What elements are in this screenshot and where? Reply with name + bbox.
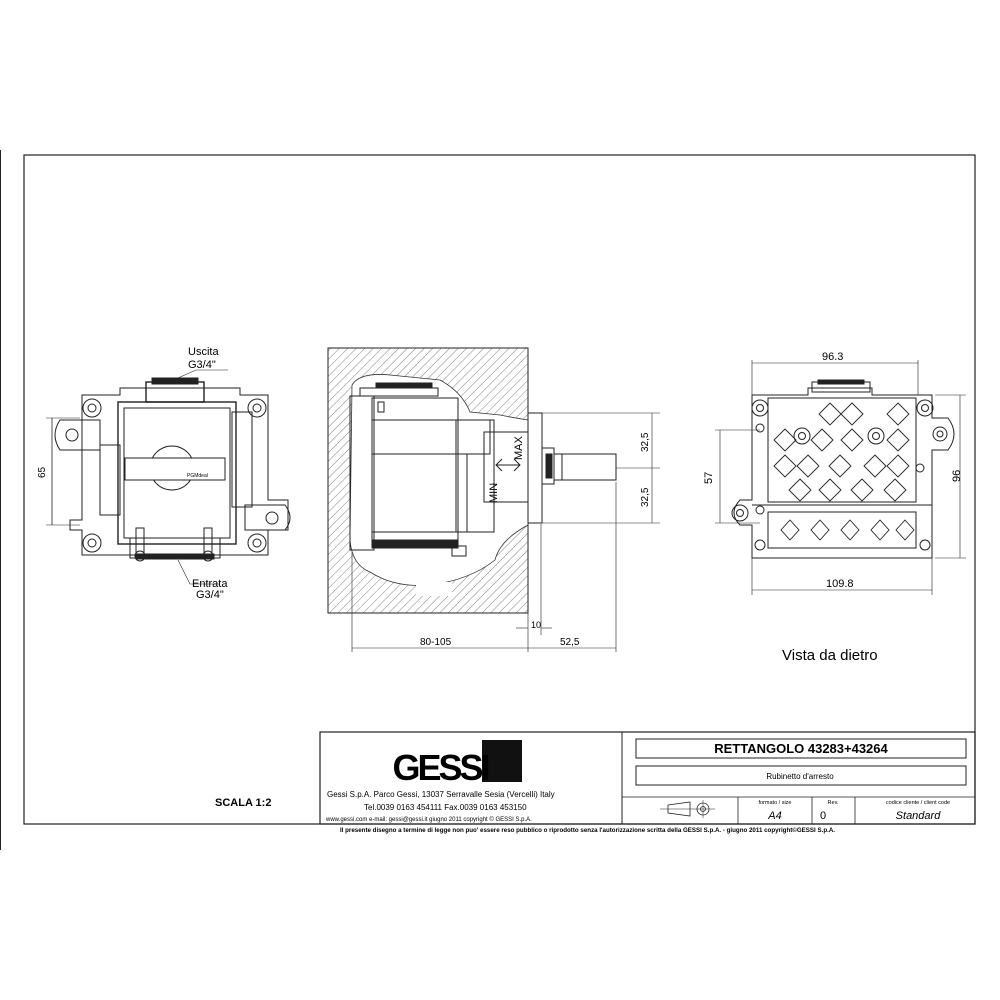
- dim-325-top-label: 32,5: [640, 432, 651, 452]
- logo-square: [482, 740, 522, 782]
- lattice-diamond: [886, 402, 910, 426]
- dim-525-label: 52,5: [560, 637, 580, 648]
- back-view: [731, 379, 955, 559]
- lattice-diamond: [773, 454, 797, 478]
- dim-1098-label: 109.8: [826, 578, 854, 590]
- rev-value: 0: [820, 810, 826, 822]
- codice-value: Standard: [896, 810, 942, 822]
- uscita-size-label: G3/4": [188, 359, 216, 371]
- gessi-logo: GESSI: [392, 747, 488, 788]
- lattice-diamond: [863, 454, 887, 478]
- back-lattice: [773, 402, 915, 541]
- product-title: RETTANGOLO 43283+43264: [714, 741, 888, 756]
- lattice-diamond: [828, 454, 852, 478]
- front-view: [46, 369, 291, 585]
- dim-963-label: 96.3: [822, 351, 843, 363]
- dim-65-label: 65: [37, 466, 48, 478]
- company-phone: Tel.0039 0163 454111 Fax.0039 0163 45315…: [364, 803, 527, 812]
- lattice-diamond: [810, 428, 834, 452]
- scala-label: SCALA 1:2: [215, 797, 271, 809]
- dim-80-105-label: 80-105: [420, 637, 452, 648]
- dim-max-label: MAX: [513, 436, 525, 461]
- rev-label: Rev.: [828, 800, 839, 806]
- lattice-diamond: [895, 519, 915, 541]
- entrata-size-label: G3/4": [196, 589, 224, 601]
- title-block: [319, 731, 976, 825]
- lattice-diamond: [886, 428, 910, 452]
- dim-min-label: MIN: [488, 483, 500, 503]
- lattice-diamond: [870, 519, 890, 541]
- formato-value: A4: [767, 810, 781, 822]
- back-view-dimensions: [715, 360, 966, 595]
- lattice-diamond: [818, 478, 842, 502]
- entrata-label: Entrata: [192, 578, 228, 590]
- lattice-diamond: [773, 428, 797, 452]
- small-brand-mark: PGMdeal: [187, 473, 208, 479]
- vista-da-dietro-label: Vista da dietro: [782, 647, 878, 664]
- codice-label: codice cliente / client code: [886, 800, 950, 806]
- dim-10-label: 10: [531, 620, 541, 630]
- dim-325-bottom-label: 32,5: [640, 487, 651, 507]
- lattice-diamond: [840, 519, 860, 541]
- dim-96-label: 96: [951, 470, 963, 482]
- company-address: Gessi S.p.A. Parco Gessi, 13037 Serraval…: [327, 790, 555, 799]
- lattice-diamond: [796, 454, 820, 478]
- lattice-diamond: [780, 519, 800, 541]
- product-subtitle: Rubinetto d'arresto: [766, 772, 834, 781]
- lattice-diamond: [840, 428, 864, 452]
- lattice-diamond: [788, 478, 812, 502]
- section-view: [327, 347, 660, 652]
- dim-57-label: 57: [703, 472, 715, 484]
- uscita-label: Uscita: [188, 346, 219, 358]
- lattice-diamond: [810, 519, 830, 541]
- lattice-diamond: [840, 402, 864, 426]
- lattice-diamond: [886, 454, 910, 478]
- lattice-diamond: [818, 402, 842, 426]
- company-web: www.gessi.com e-mail: gessi@gessi.it giu…: [325, 816, 532, 823]
- formato-label: formato / size: [758, 800, 791, 806]
- legal-disclaimer: Il presente disegno a termine di legge n…: [340, 827, 835, 834]
- lattice-diamond: [883, 478, 907, 502]
- lattice-diamond: [850, 478, 874, 502]
